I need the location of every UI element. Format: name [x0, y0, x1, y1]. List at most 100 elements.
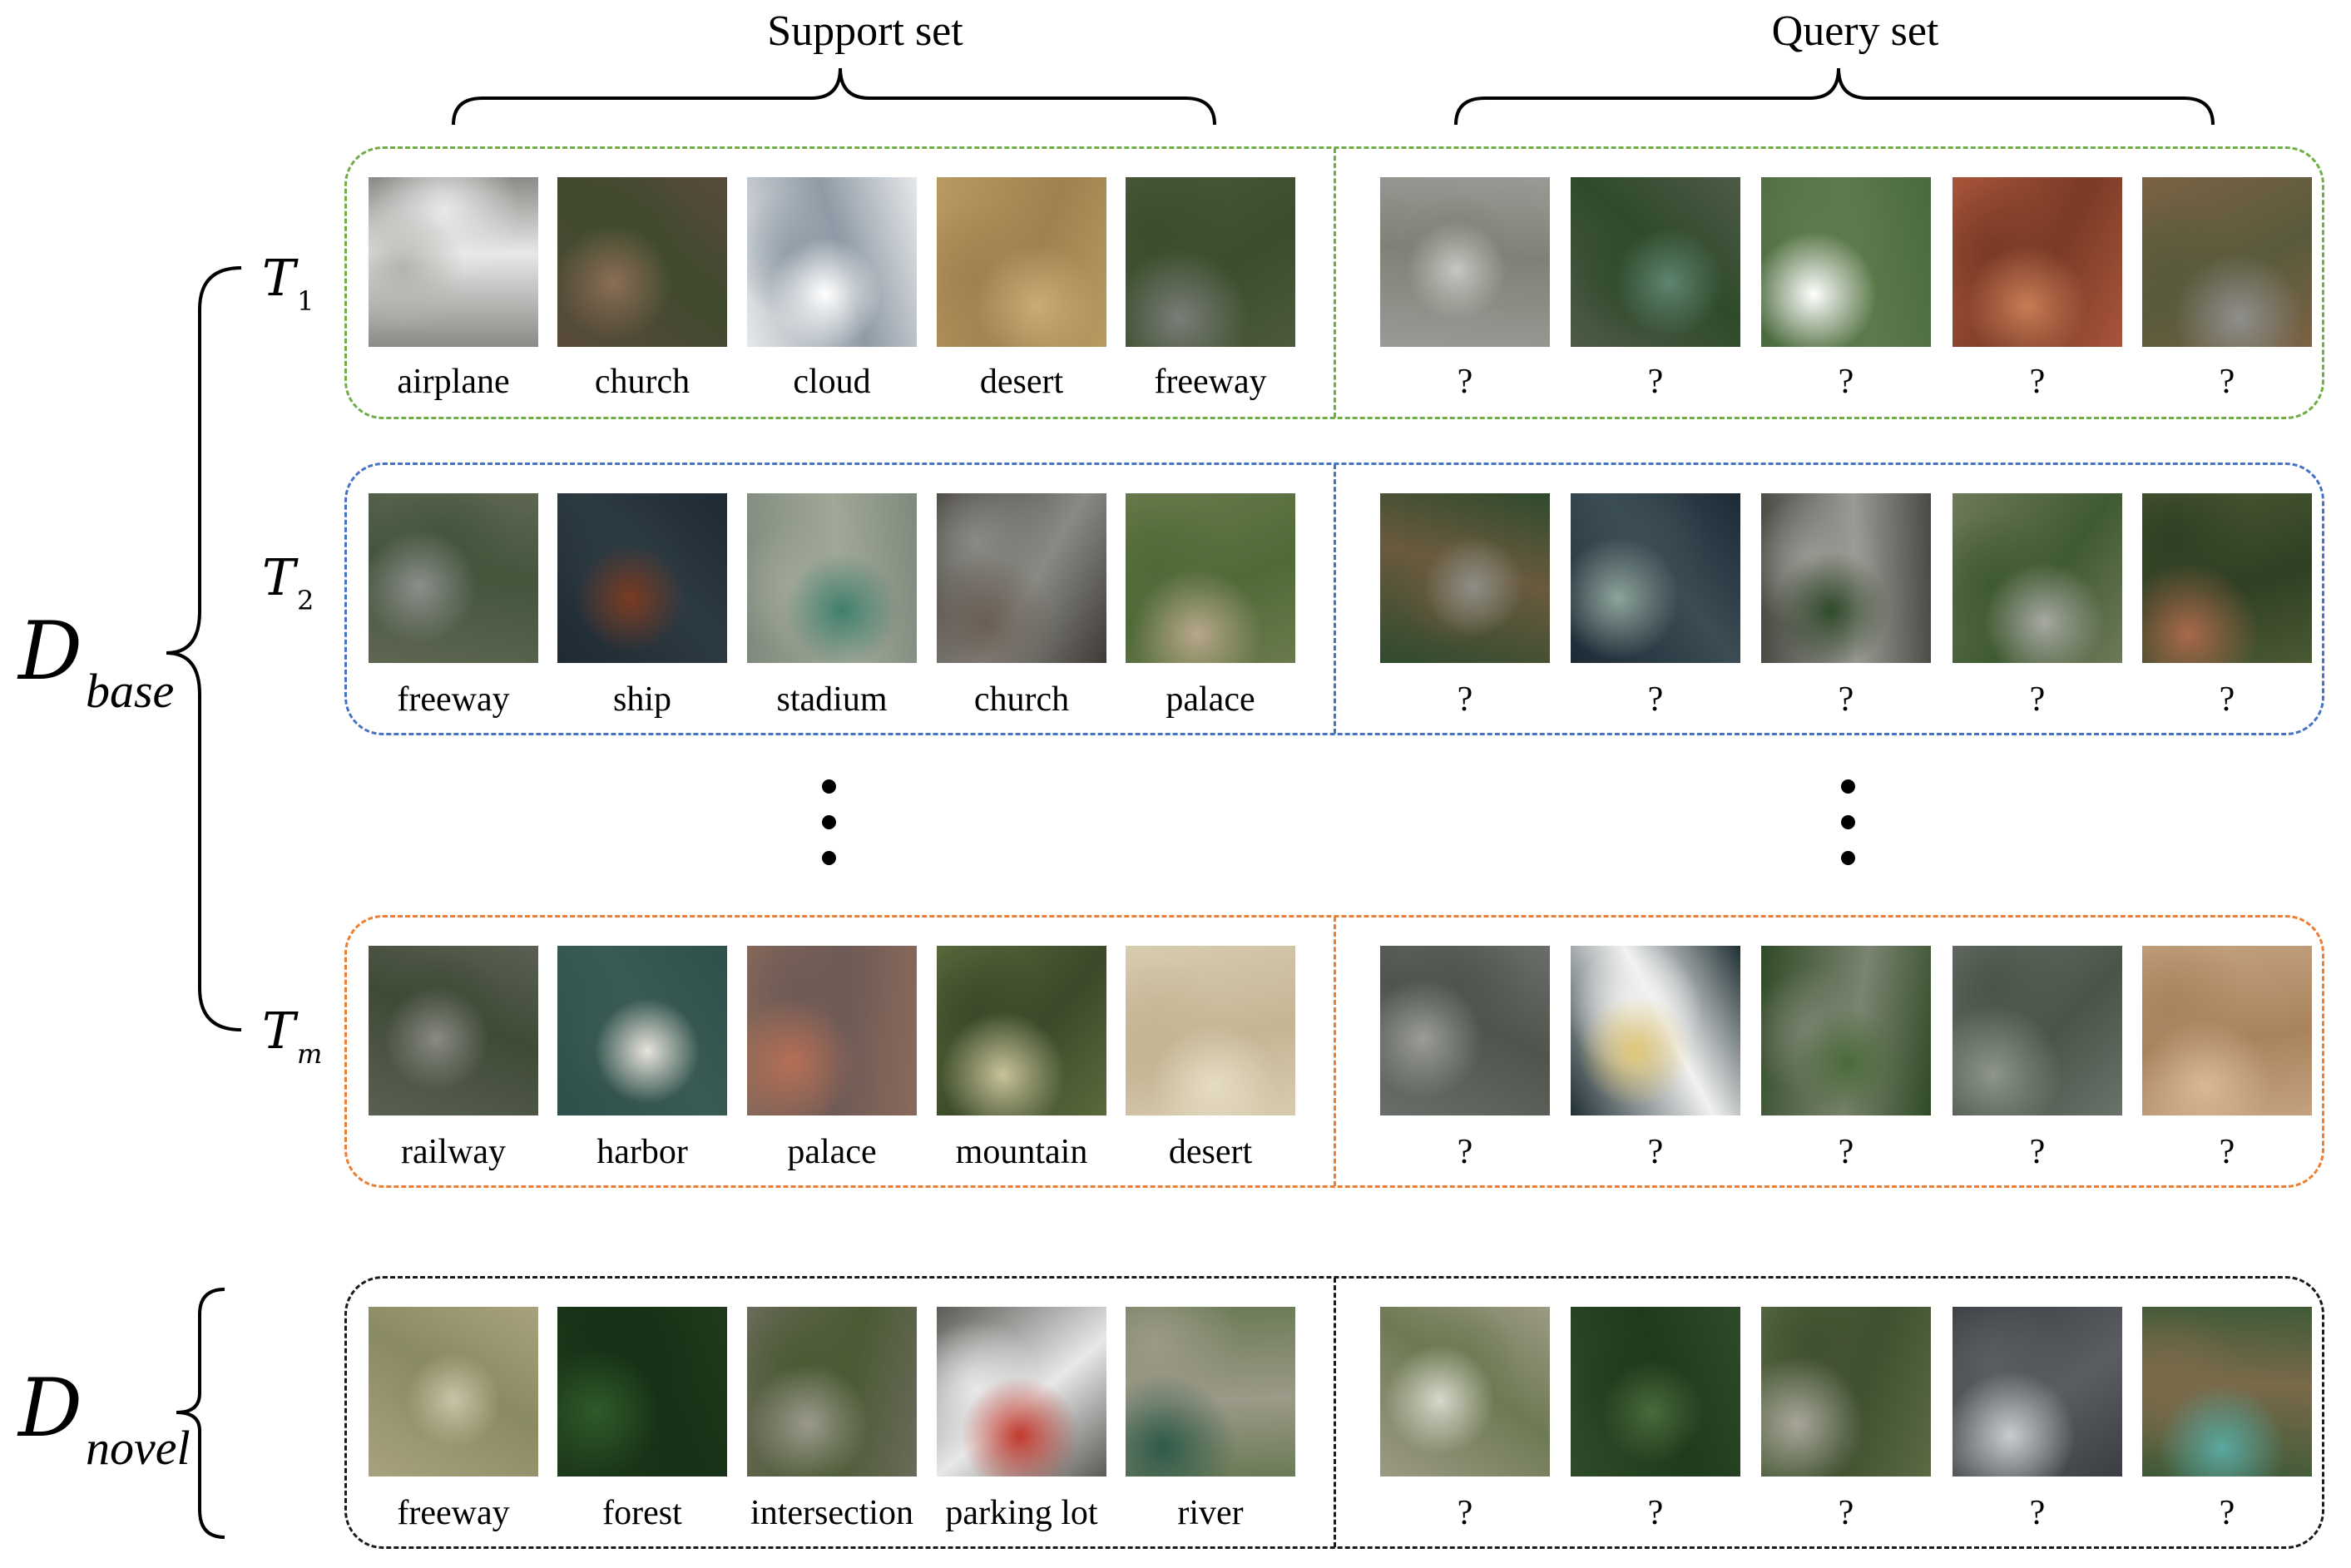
query-image-label: ? [1647, 680, 1664, 719]
query-image-label: ? [1647, 363, 1664, 401]
support-image-label: railway [401, 1133, 506, 1171]
thumbnail-texture [937, 946, 1106, 1115]
thumbnail-texture [1953, 493, 2122, 663]
thumbnail-texture [2142, 493, 2312, 663]
thumbnail-texture [1571, 177, 1740, 347]
query-image-label: ? [2029, 680, 2046, 719]
support-image-label: freeway [1154, 363, 1267, 401]
dataset-novel-sub: novel [85, 1421, 191, 1475]
church-icon [557, 177, 727, 347]
support-image-label: freeway [397, 1494, 510, 1532]
dataset-base-symbol: D [18, 605, 82, 698]
ship-icon [557, 493, 727, 663]
dataset-novel-symbol: D [18, 1362, 82, 1455]
desert-icon [1126, 946, 1295, 1115]
palace-icon [1953, 493, 2122, 663]
novel-divider [1334, 1278, 1336, 1547]
support-image-label: freeway [397, 680, 510, 719]
task-2-sub: 2 [297, 585, 314, 616]
support-image-label: church [973, 680, 1070, 719]
railway-icon [1380, 946, 1550, 1115]
novel-brace [176, 1288, 225, 1539]
task-2-divider [1334, 464, 1336, 734]
airport-icon [369, 1307, 538, 1476]
query-image-label: ? [1457, 680, 1473, 719]
church-icon [1571, 177, 1740, 347]
harbor-icon [1571, 946, 1740, 1115]
task-m-symbol: T [262, 1002, 296, 1061]
task-1-sub: 1 [297, 285, 314, 317]
query-image-label: ? [2219, 1494, 2235, 1532]
river-icon [2142, 1307, 2312, 1476]
thumbnail-texture [1571, 1307, 1740, 1476]
support-image-label: harbor [596, 1133, 688, 1171]
task-2-box [344, 462, 2324, 735]
thumbnail-texture [1953, 177, 2122, 347]
freeway-icon [369, 493, 538, 663]
thumbnail-texture [1761, 177, 1931, 347]
thumbnail-texture [1126, 946, 1295, 1115]
query-image-label: ? [1647, 1133, 1664, 1171]
desert-icon [937, 177, 1106, 347]
desert-icon [2142, 946, 2312, 1115]
freeway-icon [1126, 177, 1295, 347]
thumbnail-texture [1126, 177, 1295, 347]
thumbnail-texture [369, 177, 538, 347]
support-image-label: airplane [397, 363, 510, 401]
mountain-icon [937, 946, 1106, 1115]
stadium-icon [1761, 493, 1931, 663]
dataset-base-label: Dbase [18, 611, 174, 715]
intersection-icon [747, 1307, 917, 1476]
thumbnail-texture [557, 946, 727, 1115]
ellipsis-dot [822, 779, 836, 794]
mountain-icon [1953, 946, 2122, 1115]
support-image-label: palace [787, 1133, 877, 1171]
support-brace [452, 67, 1216, 126]
task-1-symbol: T [262, 250, 296, 308]
support-image-label: ship [612, 680, 671, 719]
task-m-divider [1334, 917, 1336, 1186]
river-icon [1126, 1307, 1295, 1476]
church-icon [937, 493, 1106, 663]
thumbnail-texture [937, 493, 1106, 663]
task-2-symbol: T [262, 549, 296, 607]
thumbnail-texture [557, 1307, 727, 1476]
palace-icon [2142, 493, 2312, 663]
ellipsis-dot [1841, 779, 1855, 794]
thumbnail-texture [937, 177, 1106, 347]
freeway-icon [2142, 177, 2312, 347]
thumbnail-texture [1953, 1307, 2122, 1476]
query-image-label: ? [2029, 363, 2046, 401]
support-set-header: Support set [767, 7, 963, 55]
base-brace [166, 266, 242, 1031]
airplane-icon [369, 177, 538, 347]
support-image-label: desert [979, 363, 1064, 401]
cloud-icon [1761, 177, 1931, 347]
query-image-label: ? [1838, 680, 1854, 719]
thumbnail-texture [747, 1307, 917, 1476]
thumbnail-texture [1380, 177, 1550, 347]
harbor-icon [557, 946, 727, 1115]
stadium-icon [747, 493, 917, 663]
thumbnail-texture [1126, 1307, 1295, 1476]
thumbnail-texture [747, 493, 917, 663]
query-ellipsis [1841, 779, 1858, 887]
thumbnail-texture [2142, 177, 2312, 347]
support-image-label: stadium [776, 680, 888, 719]
thumbnail-texture [1761, 1307, 1931, 1476]
thumbnail-texture [369, 493, 538, 663]
support-image-label: intersection [750, 1494, 913, 1532]
forest-icon [557, 1307, 727, 1476]
palace-icon [1126, 493, 1295, 663]
thumbnail-texture [369, 1307, 538, 1476]
ellipsis-dot [822, 851, 836, 865]
query-image-label: ? [1457, 1133, 1473, 1171]
query-brace [1454, 67, 2215, 126]
support-image-label: mountain [955, 1133, 1088, 1171]
thumbnail-texture [1380, 946, 1550, 1115]
query-image-label: ? [1838, 1133, 1854, 1171]
support-image-label: forest [602, 1494, 682, 1532]
freeway-icon [1380, 493, 1550, 663]
desert-icon [1953, 177, 2122, 347]
thumbnail-texture [557, 177, 727, 347]
